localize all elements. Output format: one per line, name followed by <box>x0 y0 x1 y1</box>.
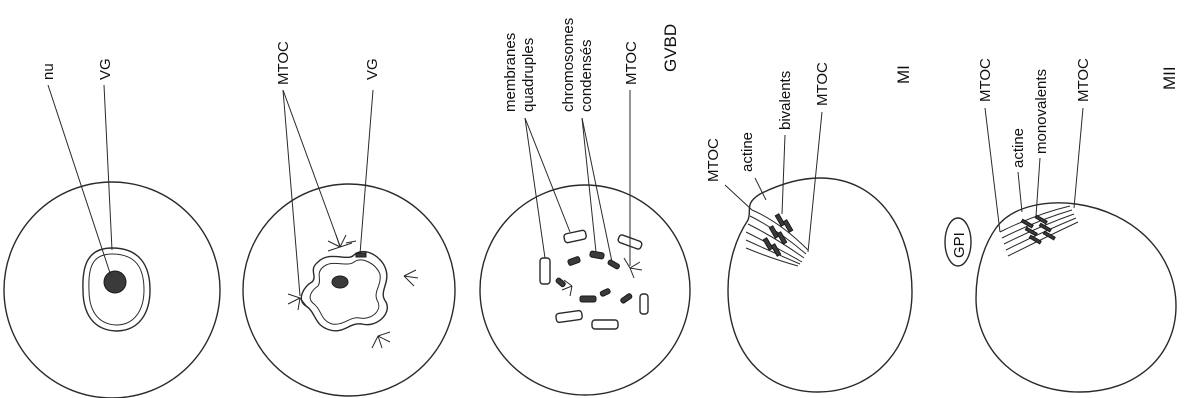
label-bivalents: bivalents <box>777 71 794 130</box>
leader-mtoc-1 <box>985 108 1000 232</box>
leader-vg <box>360 90 373 254</box>
label-mtoc-1: MTOC <box>977 58 994 102</box>
label-nu: nu <box>40 63 57 80</box>
stage-label-gvbd: GVBD <box>661 24 680 72</box>
leader-monovalents <box>1036 158 1040 216</box>
leader-vg <box>104 85 112 250</box>
leader-mtoc-2 <box>1074 108 1083 208</box>
polar-body-label: GPI <box>951 232 968 258</box>
label-mtoc-2: MTOC <box>1075 58 1092 102</box>
panel-1-oocyte: nu VG <box>4 58 220 398</box>
label-chromosomes: chromosomes condensés <box>560 14 595 112</box>
label-membranes-line-1: membranes <box>502 33 519 112</box>
leader-mtoc-2 <box>808 112 822 252</box>
leader-mtoc-2 <box>283 90 300 296</box>
nucleolus <box>332 276 348 288</box>
oocyte-outline <box>480 185 690 395</box>
label-mtoc-1: MTOC <box>705 138 722 182</box>
panel-4-oocyte: MTOC actine bivalents MTOC MI <box>705 62 913 392</box>
label-actine: actine <box>1010 128 1027 168</box>
nucleolus <box>104 271 126 293</box>
panel-3-oocyte: membranes quadruples chromosomes condens… <box>480 14 690 395</box>
label-membranes-line-2: quadruples <box>520 38 537 112</box>
label-actine: actine <box>739 132 756 172</box>
leader-mtoc-1 <box>283 90 340 246</box>
oocyte-outline <box>243 184 455 396</box>
leader-nu <box>48 85 111 276</box>
label-chromosomes-line-2: condensés <box>578 39 595 112</box>
leader-chromosomes-2 <box>582 118 612 262</box>
label-chromosomes-line-1: chromosomes <box>560 18 577 112</box>
stage-label-mi: MI <box>894 65 913 84</box>
condensed-chromosomes <box>555 251 632 304</box>
leader-bivalents <box>782 135 785 214</box>
stage-label-mii: MII <box>1160 66 1179 90</box>
label-vg: VG <box>364 58 381 80</box>
panel-5-oocyte: GPI MTOC actine monovalents MTOC MII <box>945 58 1179 392</box>
leader-membranes-2 <box>525 118 570 232</box>
label-monovalents: monovalents <box>1033 69 1050 154</box>
oocyte-outline <box>976 203 1176 392</box>
label-vg: VG <box>97 58 114 80</box>
label-mtoc: MTOC <box>275 41 292 85</box>
leader-actine <box>1018 172 1022 212</box>
label-membranes: membranes quadruples <box>502 29 537 112</box>
leader-mtoc-1 <box>725 185 752 210</box>
panel-2-oocyte: MTOC VG <box>243 41 455 396</box>
label-mtoc-2: MTOC <box>814 62 831 106</box>
mtoc-aster <box>288 235 418 348</box>
oocyte-outline <box>728 178 912 392</box>
leader-membranes-1 <box>525 118 545 258</box>
label-mtoc: MTOC <box>623 41 640 85</box>
